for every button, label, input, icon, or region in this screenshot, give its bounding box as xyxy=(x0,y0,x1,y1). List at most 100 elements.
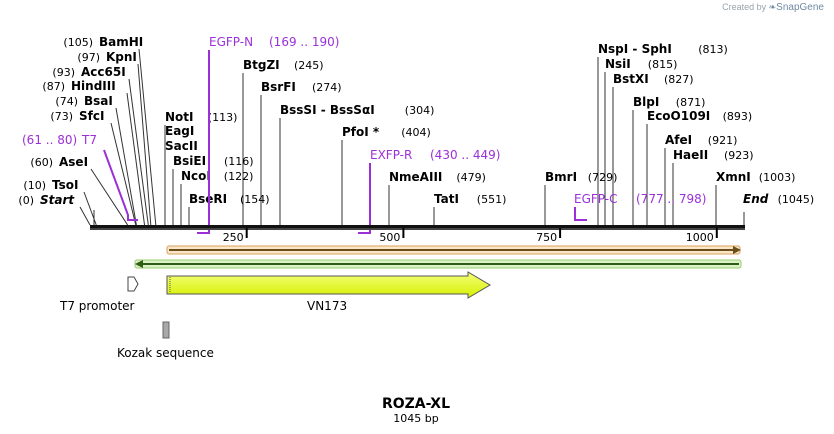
primer-layer: (61 .. 80) T7 EGFP-N (169 .. 190) EXFP-R (430… xyxy=(22,35,706,234)
tick-label: 750 xyxy=(536,231,557,244)
site-asei[interactable]: AseI(60) xyxy=(30,155,88,169)
feature-label-t7-promoter: T7 promoter xyxy=(59,299,135,313)
site-bsiei[interactable]: BsiEI(116) xyxy=(173,154,254,168)
primer-egfp-c-arrow xyxy=(574,207,587,221)
snapgene-credit: Created by ❧SnapGene xyxy=(722,2,824,13)
site-bsiei-position: (116) xyxy=(224,155,254,168)
site-btgzi-position: (245) xyxy=(294,59,324,72)
site-haeii[interactable]: HaeII(923) xyxy=(673,148,754,162)
primer-t7-label: T7 xyxy=(81,133,97,147)
feature-label-kozak: Kozak sequence xyxy=(117,346,214,360)
site-ncoi-label: NcoI xyxy=(181,169,211,183)
primer-egfp-n-label: EGFP-N xyxy=(209,35,253,49)
site-kpni[interactable]: KpnI (97) xyxy=(77,50,137,64)
site-bstxi[interactable]: BstXI(827) xyxy=(613,72,694,86)
primer-t7-range: (61 .. 80) xyxy=(22,133,77,147)
site-bamhi[interactable]: BamHI (105) xyxy=(63,35,143,49)
site-tsoi-position: (10) xyxy=(23,179,46,192)
t7-promoter-arrow-icon xyxy=(127,276,139,292)
site-bmri[interactable]: BmrI (729) xyxy=(545,170,617,184)
site-nsii[interactable]: NsiI(815) xyxy=(605,57,677,71)
primer-t7-arrow xyxy=(103,149,138,221)
site-noti-label: NotI xyxy=(165,110,194,124)
site-btgzi[interactable]: BtgZI(245) xyxy=(243,58,324,72)
site-eagi[interactable]: EagI xyxy=(165,124,194,138)
site-bmri-position: (729) xyxy=(588,171,618,184)
site-nsii-label: NsiI xyxy=(605,57,631,71)
feature-kozak-sequence[interactable]: Kozak sequence xyxy=(117,321,214,360)
site-afei[interactable]: AfeI (921) xyxy=(665,133,737,147)
feature-vn173[interactable]: VN173 xyxy=(166,271,491,313)
site-eagi-label: EagI xyxy=(165,124,194,138)
site-tsoi[interactable]: TsoI (10) xyxy=(23,178,78,192)
orange-frame-bar xyxy=(166,245,741,255)
site-bmri-label: BmrI xyxy=(545,170,577,184)
tick-label: 1000 xyxy=(686,231,714,244)
site-start-position: (0) xyxy=(18,194,34,207)
primer-exfp-r-label: EXFP-R xyxy=(370,148,412,162)
site-asei-leader xyxy=(90,168,129,226)
primer-exfp-r-range: (430 .. 449) xyxy=(430,148,500,162)
site-bseri[interactable]: BseRI(154) xyxy=(189,192,270,206)
site-start[interactable]: Start(0) xyxy=(18,193,75,207)
primer-exfp-r[interactable]: EXFP-R (430 .. 449) xyxy=(358,148,500,234)
site-afei-label: AfeI xyxy=(665,133,692,147)
site-bsrfi[interactable]: BsrFI(274) xyxy=(261,80,342,94)
site-start-leader xyxy=(79,206,91,226)
vn173-arrow xyxy=(166,271,491,299)
tick-label: 250 xyxy=(223,231,244,244)
site-tati-label: TatI xyxy=(434,192,459,206)
site-ecoo109i-label: EcoO109I xyxy=(647,109,710,123)
tick-label: 500 xyxy=(379,231,400,244)
site-hindiii-label: HindIII xyxy=(71,79,116,93)
site-bstxi-label: BstXI xyxy=(613,72,649,86)
site-lines xyxy=(79,48,745,226)
site-noti-position: (113) xyxy=(208,111,238,124)
primer-t7[interactable]: (61 .. 80) T7 xyxy=(22,133,138,221)
site-bamhi-position: (105) xyxy=(63,36,93,49)
site-sfci[interactable]: SfcI(73) xyxy=(50,109,104,123)
site-bsrfi-label: BsrFI xyxy=(261,80,296,94)
site-pfoi-label: PfoI * xyxy=(342,125,380,139)
site-bsai-position: (74) xyxy=(55,95,78,108)
site-asei-position: (60) xyxy=(30,156,53,169)
site-bsssi-bsss-i[interactable]: BssSI - BssSαI(304) xyxy=(280,103,434,117)
site-kpni-position: (97) xyxy=(77,51,100,64)
site-nspi-sphi-position: (813) xyxy=(698,43,728,56)
site-nspi-sphi[interactable]: NspI - SphI(813) xyxy=(598,42,728,56)
site-nmeaiii[interactable]: NmeAIII(479) xyxy=(389,170,486,184)
site-hindiii[interactable]: HindIII(87) xyxy=(42,79,115,93)
site-kpni-leader xyxy=(137,63,152,226)
site-bamhi-label: BamHI xyxy=(99,35,143,49)
credit-brand: SnapGene xyxy=(776,2,824,13)
site-pfoi[interactable]: PfoI *(404) xyxy=(342,125,431,139)
site-bsai-leader xyxy=(115,107,137,226)
site-acc65i[interactable]: Acc65I(93) xyxy=(52,65,125,79)
credit-prefix: Created by xyxy=(722,2,767,12)
primer-egfp-c[interactable]: EGFP-C(777 .. 798) xyxy=(574,192,706,221)
site-end[interactable]: End(1045) xyxy=(743,192,814,206)
site-blpi-position: (871) xyxy=(676,96,706,109)
site-tsoi-label: TsoI xyxy=(52,178,78,192)
site-acc65i-leader xyxy=(128,78,149,226)
site-kpni-label: KpnI xyxy=(106,50,137,64)
site-afei-position: (921) xyxy=(708,134,738,147)
site-ncoi-position: (122) xyxy=(224,170,254,183)
site-xmni-position: (1003) xyxy=(759,171,796,184)
site-blpi[interactable]: BlpI(871) xyxy=(633,95,705,109)
feature-t7-promoter[interactable]: T7 promoter xyxy=(59,276,139,313)
site-xmni[interactable]: XmnI(1003) xyxy=(716,170,795,184)
site-sfci-leader xyxy=(110,122,137,226)
site-ncoi[interactable]: NcoI (122) xyxy=(181,169,253,183)
primer-egfp-n-range: (169 .. 190) xyxy=(269,35,339,49)
site-noti[interactable]: NotI (113) xyxy=(165,110,237,124)
site-bsai[interactable]: BsaI(74) xyxy=(55,94,112,108)
site-end-position: (1045) xyxy=(778,193,815,206)
site-bseri-position: (154) xyxy=(240,193,270,206)
site-bsssi-bsss-i-label: BssSI - BssSαI xyxy=(280,103,375,117)
site-sacii[interactable]: SacII xyxy=(165,139,198,153)
site-sfci-label: SfcI xyxy=(79,109,104,123)
site-tati[interactable]: TatI(551) xyxy=(434,192,506,206)
site-ecoo109i[interactable]: EcoO109I(893) xyxy=(647,109,752,123)
primer-egfp-n[interactable]: EGFP-N (169 .. 190) xyxy=(197,35,339,234)
